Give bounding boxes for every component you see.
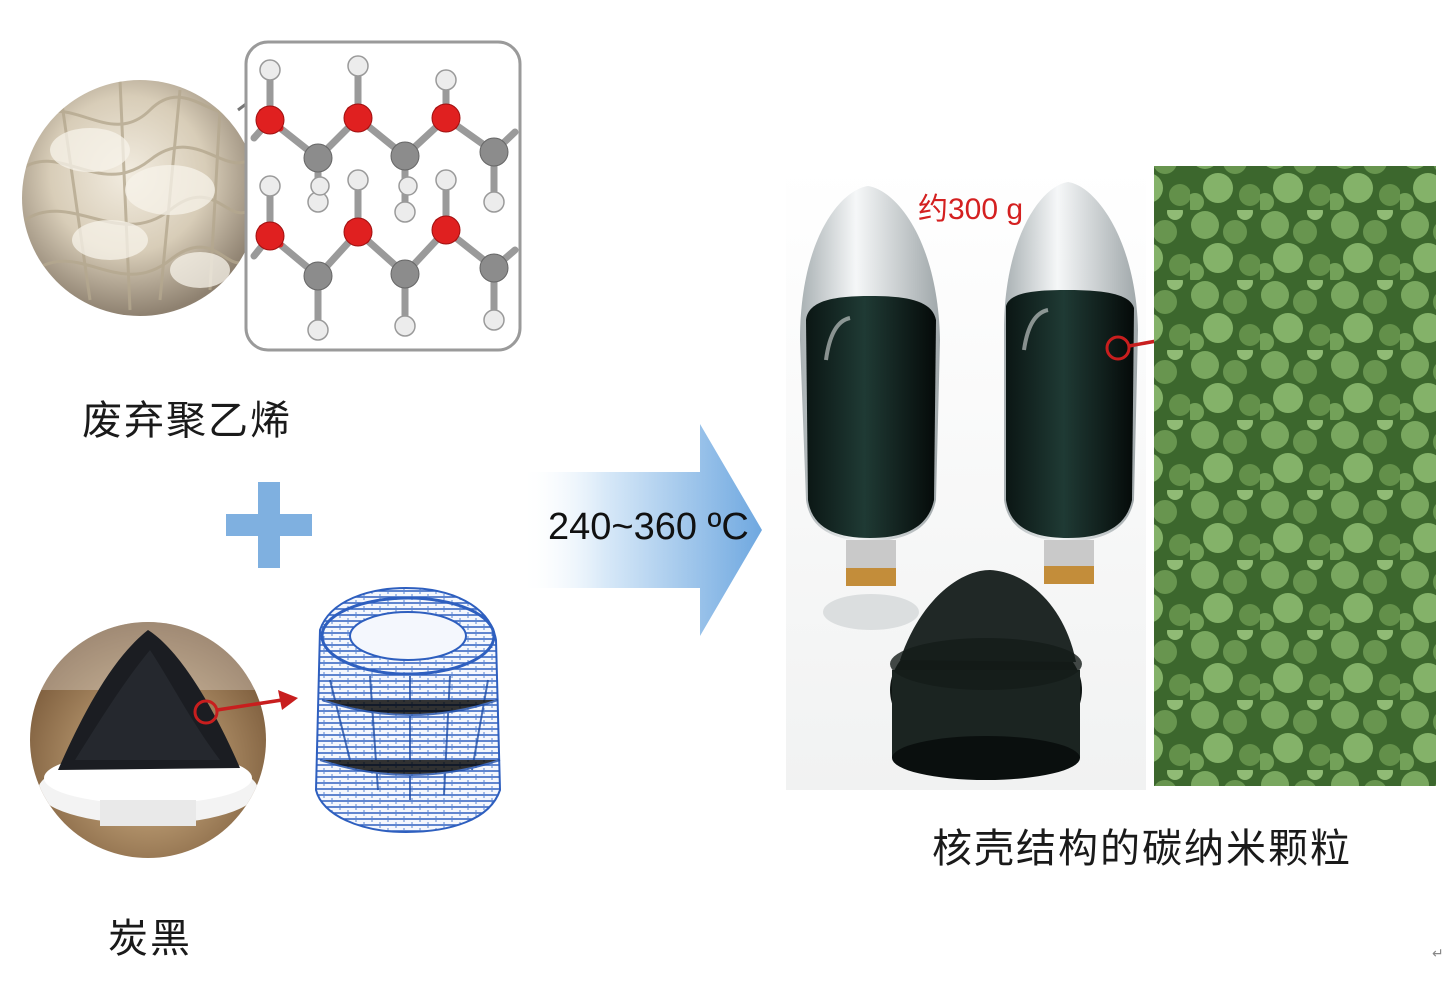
product-bottles-photo xyxy=(786,166,1180,790)
plus-icon xyxy=(226,482,312,568)
process-arrow-icon xyxy=(520,424,762,636)
carbon-pointer xyxy=(193,690,298,725)
product-label: 核壳结构的碳纳米颗粒 xyxy=(932,826,1352,872)
left-bottle xyxy=(800,186,940,630)
mass-label: 约300 g xyxy=(918,193,1024,226)
sem-image xyxy=(1154,166,1436,786)
waste-polyethylene-photo xyxy=(22,80,258,316)
waste-polyethylene-label: 废弃聚乙烯 xyxy=(82,398,292,444)
carbon-black-photo xyxy=(30,622,266,858)
right-bottle xyxy=(1004,182,1138,584)
polyethylene-molecule-panel xyxy=(244,40,522,352)
carbon-black-structure xyxy=(314,586,502,834)
powder-dish xyxy=(890,570,1082,780)
temperature-label: 240~360 ºC xyxy=(548,506,749,548)
paragraph-mark: ↵ xyxy=(1432,946,1444,962)
carbon-black-label: 炭黑 xyxy=(108,916,192,962)
